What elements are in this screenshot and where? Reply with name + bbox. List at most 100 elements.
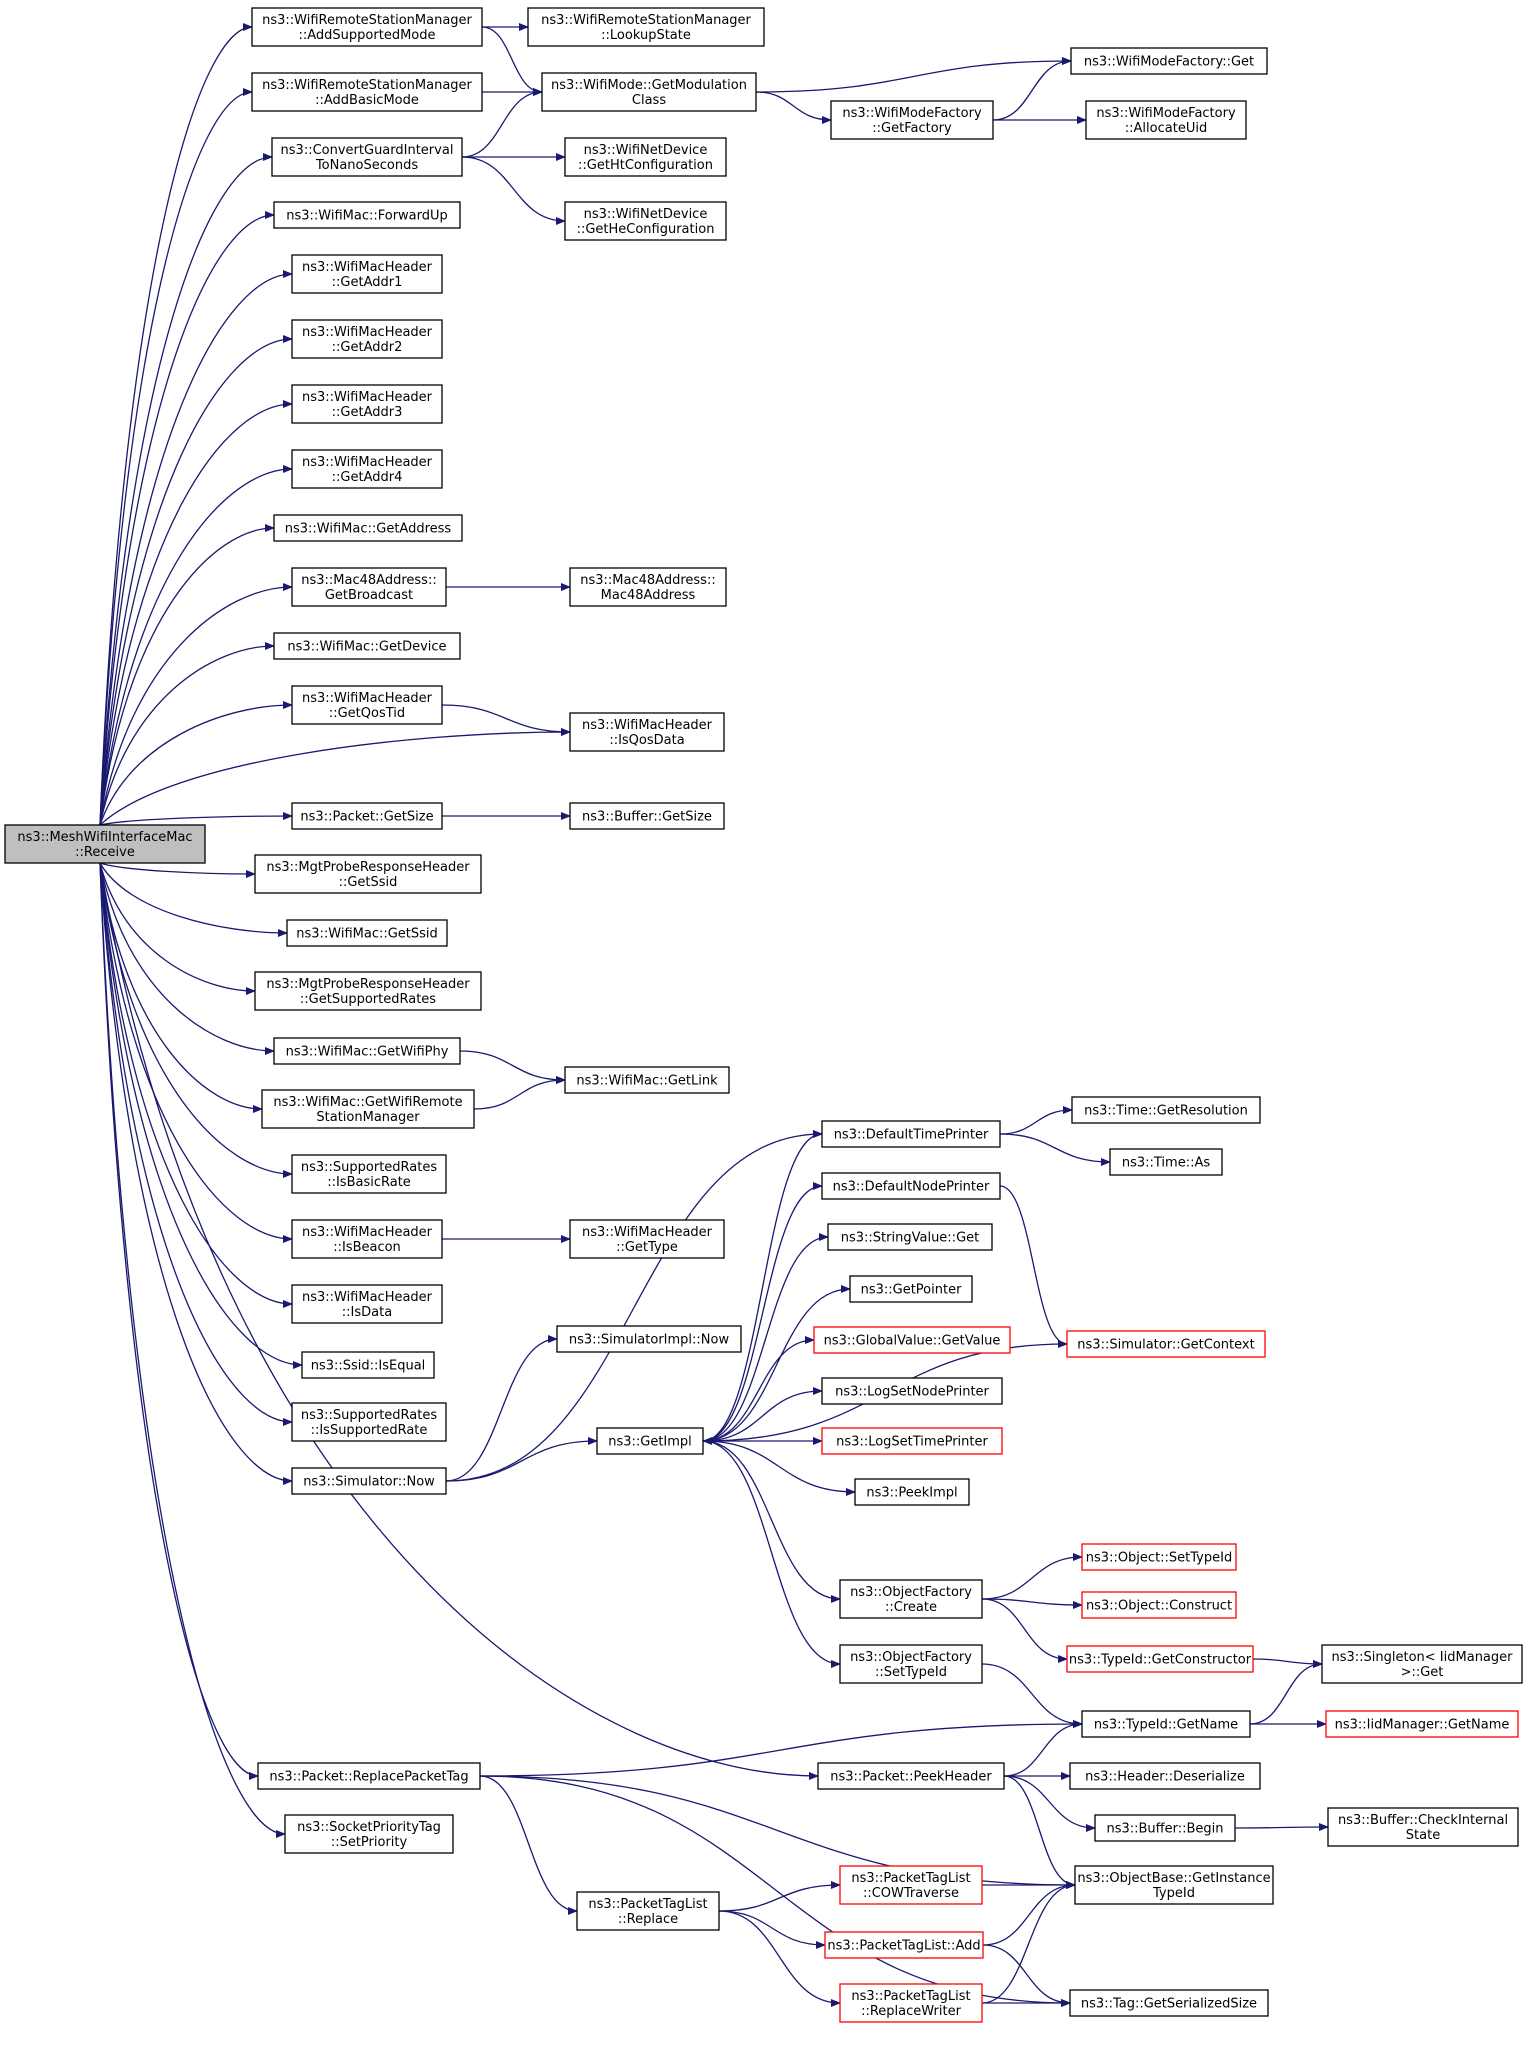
edge-root-to-convertGuard <box>99 153 273 826</box>
node-objSetTypeId[interactable]: ns3::Object::SetTypeId <box>1081 1543 1237 1571</box>
node-deserialize[interactable]: ns3::Header::Deserialize <box>1069 1762 1261 1790</box>
node-box <box>849 1275 973 1303</box>
node-isSupportedRate[interactable]: ns3::SupportedRates::IsSupportedRate <box>291 1402 447 1442</box>
node-addBasicMode[interactable]: ns3::WifiRemoteStationManager::AddBasicM… <box>251 72 483 112</box>
node-label-line: ns3::WifiNetDevice <box>584 207 708 222</box>
node-label-line: ns3::ConvertGuardInterval <box>281 143 454 158</box>
edge-typeIdGetName-to-singletonGet <box>1249 1660 1323 1725</box>
node-getHeConfig[interactable]: ns3::WifiNetDevice::GetHeConfiguration <box>564 201 727 241</box>
node-label-line: Class <box>632 93 666 108</box>
node-box <box>839 1644 983 1684</box>
node-isBasicRate[interactable]: ns3::SupportedRates::IsBasicRate <box>291 1154 447 1194</box>
node-allocateUid[interactable]: ns3::WifiModeFactory::AllocateUid <box>1085 100 1247 140</box>
edge-root-to-isQosData <box>99 728 571 826</box>
node-peekImpl[interactable]: ns3::PeekImpl <box>854 1478 970 1506</box>
node-getAddr1[interactable]: ns3::WifiMacHeader::GetAddr1 <box>291 254 443 294</box>
node-label-line: ns3::TypeId::GetName <box>1094 1718 1238 1733</box>
node-defaultNodePrinter[interactable]: ns3::DefaultNodePrinter <box>821 1172 1001 1200</box>
node-lookupState[interactable]: ns3::WifiRemoteStationManager::LookupSta… <box>527 7 765 47</box>
node-globalGetValue[interactable]: ns3::GlobalValue::GetValue <box>813 1326 1011 1354</box>
edge-ofCreate-to-objConstruct <box>981 1598 1083 1609</box>
node-ssidIsEqual[interactable]: ns3::Ssid::IsEqual <box>301 1351 435 1379</box>
node-label-line: ns3::WifiMac::GetWifiPhy <box>286 1045 449 1060</box>
node-simNow[interactable]: ns3::Simulator::Now <box>291 1467 447 1495</box>
node-getAddress[interactable]: ns3::WifiMac::GetAddress <box>273 514 463 542</box>
node-getBroadcast[interactable]: ns3::Mac48Address::GetBroadcast <box>291 567 447 607</box>
node-getAddr4[interactable]: ns3::WifiMacHeader::GetAddr4 <box>291 449 443 489</box>
node-box <box>839 1983 983 2023</box>
node-label-line: ns3::WifiMacHeader <box>302 325 433 340</box>
node-logSetNodePrinter[interactable]: ns3::LogSetNodePrinter <box>821 1377 1003 1405</box>
node-mgtGetRates[interactable]: ns3::MgtProbeResponseHeader::GetSupporte… <box>254 971 482 1011</box>
node-label-line: ns3::PacketTagList <box>588 1897 707 1912</box>
node-ptlAdd[interactable]: ns3::PacketTagList::Add <box>824 1931 984 1959</box>
node-typeIdGetName[interactable]: ns3::TypeId::GetName <box>1081 1710 1251 1738</box>
node-getPointer[interactable]: ns3::GetPointer <box>849 1275 973 1303</box>
node-setPriority[interactable]: ns3::SocketPriorityTag::SetPriority <box>284 1814 454 1854</box>
node-ofCreate[interactable]: ns3::ObjectFactory::Create <box>839 1579 983 1619</box>
node-objConstruct[interactable]: ns3::Object::Construct <box>1081 1591 1237 1619</box>
node-getRsm[interactable]: ns3::WifiMac::GetWifiRemoteStationManage… <box>261 1089 475 1129</box>
node-getType[interactable]: ns3::WifiMacHeader::GetType <box>569 1219 725 1259</box>
edge-getConstructor-to-singletonGet <box>1252 1658 1323 1668</box>
edge-root-to-isSupportedRate <box>99 862 293 1426</box>
node-getResolution[interactable]: ns3::Time::GetResolution <box>1071 1096 1261 1124</box>
edge-simNow-to-defaultTimePrinter <box>445 1130 823 1482</box>
node-timeAs[interactable]: ns3::Time::As <box>1109 1148 1223 1176</box>
node-bufferGetSize[interactable]: ns3::Buffer::GetSize <box>569 802 725 830</box>
node-label-line: State <box>1406 1828 1440 1843</box>
edge-getWifiPhy-to-getLink <box>459 1050 566 1084</box>
node-getAddr3[interactable]: ns3::WifiMacHeader::GetAddr3 <box>291 384 443 424</box>
node-forwardUp[interactable]: ns3::WifiMac::ForwardUp <box>273 201 461 229</box>
node-mac48Ctor[interactable]: ns3::Mac48Address::Mac48Address <box>569 567 727 607</box>
node-root[interactable]: ns3::MeshWifiInterfaceMac::Receive <box>4 824 206 864</box>
node-iidGetName[interactable]: ns3::IidManager::GetName <box>1325 1710 1519 1738</box>
node-stringValueGet[interactable]: ns3::StringValue::Get <box>827 1223 993 1251</box>
node-isData[interactable]: ns3::WifiMacHeader::IsData <box>291 1284 443 1324</box>
node-mgtGetSsid[interactable]: ns3::MgtProbeResponseHeader::GetSsid <box>254 854 482 894</box>
node-getConstructor[interactable]: ns3::TypeId::GetConstructor <box>1066 1645 1254 1673</box>
node-box <box>291 449 443 489</box>
node-box <box>1071 1096 1261 1124</box>
node-peekHeader[interactable]: ns3::Packet::PeekHeader <box>817 1762 1005 1790</box>
node-ofSetTypeId[interactable]: ns3::ObjectFactory::SetTypeId <box>839 1644 983 1684</box>
node-isBeacon[interactable]: ns3::WifiMacHeader::IsBeacon <box>291 1219 443 1259</box>
node-ptlReplace[interactable]: ns3::PacketTagList::Replace <box>576 1891 720 1931</box>
node-singletonGet[interactable]: ns3::Singleton< IidManager>::Get <box>1321 1644 1523 1684</box>
node-label-line: ::GetType <box>616 1240 678 1255</box>
node-getSize[interactable]: ns3::Packet::GetSize <box>291 802 443 830</box>
node-logSetTimePrinter[interactable]: ns3::LogSetTimePrinter <box>821 1427 1003 1455</box>
edge-getFactory-to-wifiModeFactoryGet <box>992 57 1072 121</box>
node-box <box>541 72 757 112</box>
node-getHtConfig[interactable]: ns3::WifiNetDevice::GetHtConfiguration <box>564 137 727 177</box>
node-getSerializedSize[interactable]: ns3::Tag::GetSerializedSize <box>1069 1989 1269 2017</box>
node-box <box>827 1223 993 1251</box>
node-replacePacketTag[interactable]: ns3::Packet::ReplacePacketTag <box>257 1762 481 1790</box>
node-getContext[interactable]: ns3::Simulator::GetContext <box>1066 1330 1266 1358</box>
node-wifiModeFactoryGet[interactable]: ns3::WifiModeFactory::Get <box>1070 47 1268 75</box>
node-getWifiPhy[interactable]: ns3::WifiMac::GetWifiPhy <box>273 1037 461 1065</box>
node-cowTraverse[interactable]: ns3::PacketTagList::COWTraverse <box>839 1865 983 1905</box>
node-isQosData[interactable]: ns3::WifiMacHeader::IsQosData <box>569 712 725 752</box>
node-label-line: ::GetAddr2 <box>332 340 403 355</box>
edge-root-to-isData <box>99 862 293 1308</box>
node-getDevice[interactable]: ns3::WifiMac::GetDevice <box>273 632 461 660</box>
node-simImplNow[interactable]: ns3::SimulatorImpl::Now <box>556 1325 742 1353</box>
node-defaultTimePrinter[interactable]: ns3::DefaultTimePrinter <box>821 1120 1001 1148</box>
node-getQosTid[interactable]: ns3::WifiMacHeader::GetQosTid <box>291 685 443 725</box>
node-getLink[interactable]: ns3::WifiMac::GetLink <box>564 1066 730 1094</box>
node-box <box>1069 1989 1269 2017</box>
node-bufferBegin[interactable]: ns3::Buffer::Begin <box>1094 1814 1236 1842</box>
edge-bufferBegin-to-checkInternalState <box>1234 1823 1329 1832</box>
node-addSupportedMode[interactable]: ns3::WifiRemoteStationManager::AddSuppor… <box>251 7 483 47</box>
node-getFactory[interactable]: ns3::WifiModeFactory::GetFactory <box>830 100 994 140</box>
node-getAddr2[interactable]: ns3::WifiMacHeader::GetAddr2 <box>291 319 443 359</box>
node-label-line: ns3::ObjectBase::GetInstance <box>1077 1871 1270 1886</box>
node-replaceWriter[interactable]: ns3::PacketTagList::ReplaceWriter <box>839 1983 983 2023</box>
node-getImpl[interactable]: ns3::GetImpl <box>596 1427 704 1455</box>
node-wifiMacGetSsid[interactable]: ns3::WifiMac::GetSsid <box>286 919 448 947</box>
